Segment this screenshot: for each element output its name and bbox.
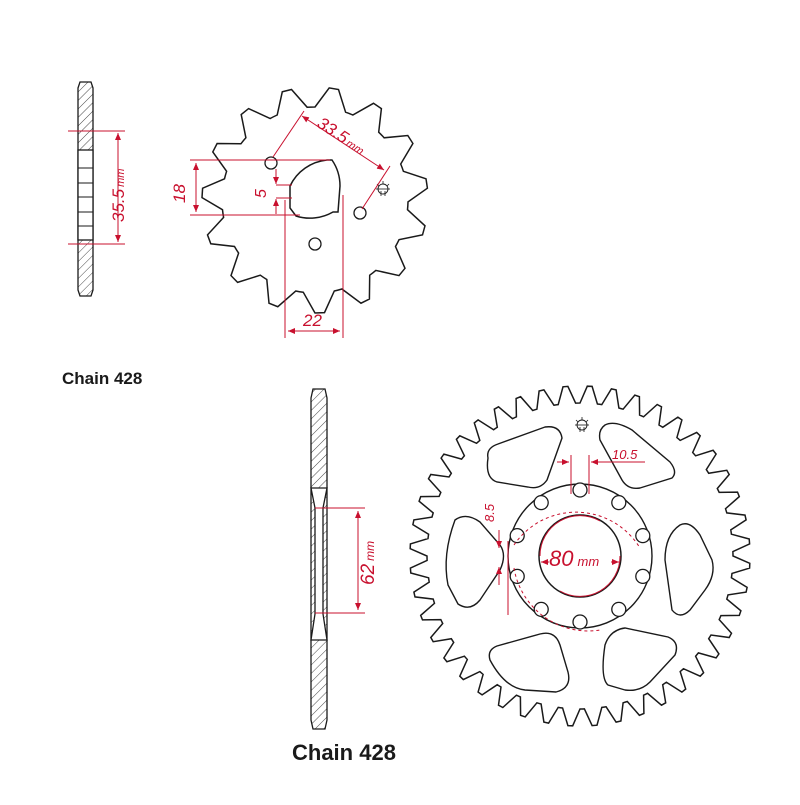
rear-cutout xyxy=(598,422,676,490)
rear-sprocket-face xyxy=(409,385,751,727)
rear-hole-size-dim: 8.5 xyxy=(482,503,497,522)
rear-bolt-hole xyxy=(572,614,588,630)
rear-dimension-lines xyxy=(496,455,645,632)
rear-cutout xyxy=(664,523,714,616)
rear-bolt-hole xyxy=(572,482,588,498)
front-bolt-hole xyxy=(264,156,278,170)
rear-bolt-hole xyxy=(533,494,549,511)
rear-chain-caption: Chain 428 xyxy=(292,740,396,765)
front-side-profile xyxy=(68,81,125,297)
rear-bolt-hole xyxy=(533,601,549,618)
rear-bolt-hole xyxy=(611,601,627,618)
rear-cutout xyxy=(488,632,570,693)
front-dimension-lines xyxy=(190,110,391,338)
rear-bolt-holes xyxy=(509,482,651,630)
rear-hub-height-dim: 62mm xyxy=(358,541,379,585)
rear-cutout xyxy=(602,627,678,692)
rear-bolt-hole-dim: 10.5 xyxy=(612,447,638,462)
front-spline-depth-dim: 18 xyxy=(170,184,189,203)
rear-cutout xyxy=(486,426,563,489)
rear-bolt-hole xyxy=(611,494,627,511)
rear-center-bore xyxy=(538,514,622,598)
front-chain-caption: Chain 428 xyxy=(62,369,143,388)
rear-bolt-hole xyxy=(509,568,525,585)
rear-bolt-hole xyxy=(509,527,525,544)
front-bolt-hole xyxy=(308,237,322,251)
gear-logo-icon xyxy=(575,417,589,432)
front-offset-dim: 5 xyxy=(253,189,270,198)
front-bolt-hole xyxy=(353,206,367,220)
front-height-dim: 35.5mm xyxy=(109,169,128,222)
rear-cutout xyxy=(445,515,505,608)
front-width-dim: 22 xyxy=(302,311,322,330)
rear-bolt-hole xyxy=(635,527,651,544)
rear-side-profile xyxy=(310,388,365,730)
rear-bolt-hole xyxy=(635,568,651,585)
front-sprocket-face xyxy=(201,87,429,314)
